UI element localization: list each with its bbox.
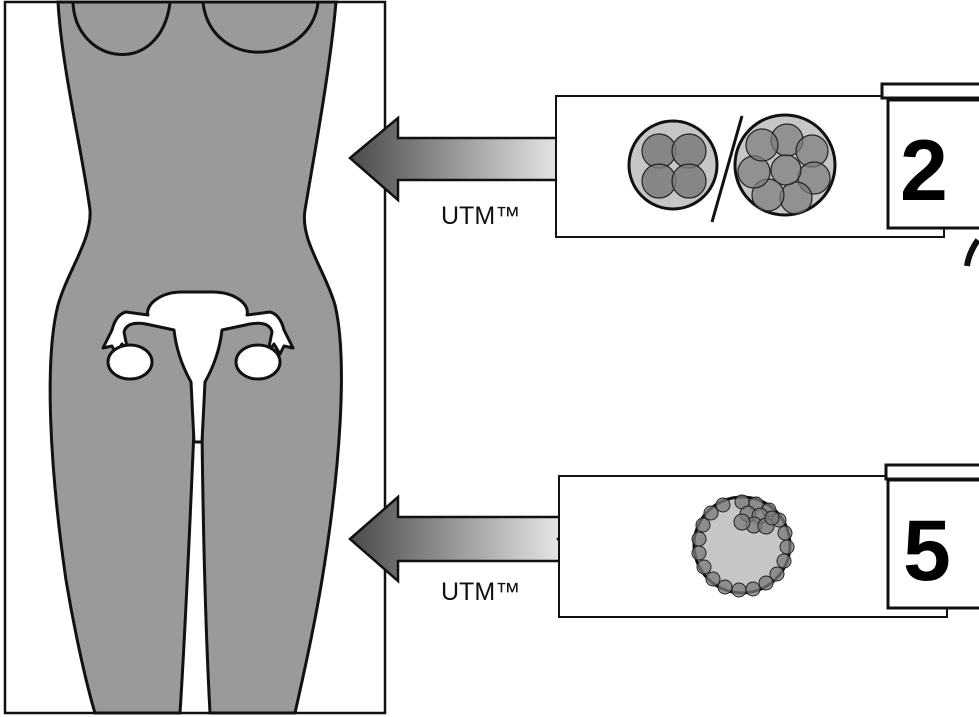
calendar-page-curl-day-2 <box>967 240 978 266</box>
calendar-card-day-2: 2 <box>882 84 979 266</box>
day-number-5: 5 <box>903 503 951 599</box>
body-panel <box>5 2 385 713</box>
utm-label-day-2: UTM™ <box>441 202 520 230</box>
transfer-arrow-day-5 <box>350 497 579 581</box>
calendar-card-day-5: 5 <box>886 465 979 608</box>
left-ovary <box>108 345 152 379</box>
day-2-transfer-group: UTM™ <box>350 84 979 266</box>
embryo-8-cell <box>735 115 835 215</box>
embryo-4-cell <box>629 121 717 209</box>
calendar-binding-day-5 <box>886 465 979 479</box>
day-5-transfer-group: UTM™ <box>350 465 979 617</box>
calendar-binding-day-2 <box>882 84 979 98</box>
utm-label-day-5: UTM™ <box>441 578 520 606</box>
right-ovary <box>236 345 280 379</box>
day-number-2: 2 <box>900 123 948 219</box>
transfer-arrow-day-2 <box>350 118 579 200</box>
